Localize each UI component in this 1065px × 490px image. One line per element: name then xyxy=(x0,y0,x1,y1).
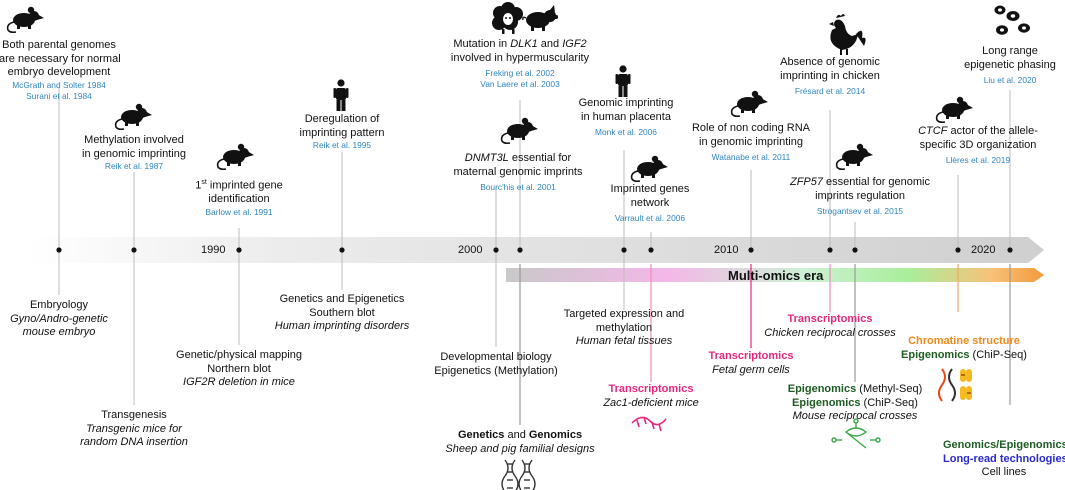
connector-lines xyxy=(58,88,1011,405)
method-developmental-biology: Developmental biology Epigenetics (Methy… xyxy=(434,351,558,377)
chromosome-icon xyxy=(938,368,972,402)
axis-year-2000: 2000 xyxy=(458,244,483,256)
mouse-icon xyxy=(835,143,874,171)
mouse-icon xyxy=(730,90,769,118)
timeline-axis-arrow xyxy=(28,237,1044,263)
milestone-noncoding-rna: Role of non coding RNA in genomic imprin… xyxy=(691,122,810,162)
method-transcriptomics-germ-cells: Transcriptomics Fetal germ cells xyxy=(708,350,794,376)
method-epigenomics-mouse: Epigenomics (Methyl-Seq) Epigenomics (Ch… xyxy=(787,383,923,422)
sheep-icon xyxy=(492,2,523,34)
mouse-icon xyxy=(216,143,255,171)
milestone-epigenetic-phasing: Long range epigenetic phasing Liu et al.… xyxy=(964,45,1056,85)
mouse-icon xyxy=(114,103,153,131)
axis-year-1990: 1990 xyxy=(201,244,226,256)
mouse-icon xyxy=(935,96,974,124)
cells-icon xyxy=(994,5,1030,35)
method-transcriptomics-chicken: Transcriptomics Chicken reciprocal cross… xyxy=(764,313,896,339)
colored-connector-lines xyxy=(519,264,1011,425)
milestone-chicken: Absence of genomic imprinting in chicken… xyxy=(780,56,880,96)
method-genetics-epigenetics: Genetics and Epigenetics Southern blot H… xyxy=(274,293,410,332)
timeline-dots xyxy=(56,247,1013,253)
pig-icon xyxy=(522,5,558,31)
multi-omics-era-band xyxy=(506,268,1044,282)
method-chromatin-structure: Chromatine structure Epigenomics (ChiP-S… xyxy=(901,335,1027,361)
axis-year-2020: 2020 xyxy=(971,244,996,256)
method-long-read: Genomics/Epigenomics Long-read technolog… xyxy=(943,439,1065,478)
chicken-icon xyxy=(829,14,866,55)
milestone-parental-genomes: Both parental genomes are necessary for … xyxy=(0,39,121,101)
milestone-first-imprinted-gene: 1st imprinted gene identification Barlow… xyxy=(195,179,283,217)
human-icon xyxy=(333,79,349,111)
milestone-deregulation: Deregulation of imprinting pattern Reik … xyxy=(299,113,385,150)
method-transcriptomics-zac1: Transcriptomics Zac1-deficient mice xyxy=(603,383,699,409)
mouse-icon xyxy=(630,155,669,183)
method-embryology: Embryology Gyno/Andro-genetic mouse embr… xyxy=(10,299,108,338)
milestone-methylation: Methylation involved in genomic imprinti… xyxy=(82,134,186,171)
method-genetic-mapping: Genetic/physical mapping Northern blot I… xyxy=(176,349,302,388)
mouse-icon xyxy=(6,6,45,34)
milestone-hypermuscularity: Mutation in DLK1 and IGF2 involved in hy… xyxy=(450,38,590,89)
milestone-human-placenta: Genomic imprinting in human placenta Mon… xyxy=(578,97,674,137)
milestone-ctcf: CTCF actor of the allele- specific 3D or… xyxy=(918,125,1038,165)
dna-helix-icon xyxy=(501,459,536,490)
human-icon xyxy=(615,65,631,97)
method-genetics-genomics: Genetics and Genomics Sheep and pig fami… xyxy=(445,429,595,455)
milestone-imprinted-genes-network: Imprinted genes network Varrault et al. … xyxy=(610,183,690,223)
method-transgenesis: Transgenesis Transgenic mice for random … xyxy=(80,409,188,448)
method-targeted-expression: Targeted expression and methylation Huma… xyxy=(563,308,685,347)
multi-omics-era-label: Multi-omics era xyxy=(728,268,824,283)
dna-circuit-icon xyxy=(831,418,881,449)
milestone-zfp57: ZFP57 essential for genomic imprints reg… xyxy=(789,176,930,216)
milestone-dnmt3l: DNMT3L essential for maternal genomic im… xyxy=(453,152,583,192)
rna-strand-icon xyxy=(631,416,667,432)
axis-year-2010: 2010 xyxy=(714,244,739,256)
